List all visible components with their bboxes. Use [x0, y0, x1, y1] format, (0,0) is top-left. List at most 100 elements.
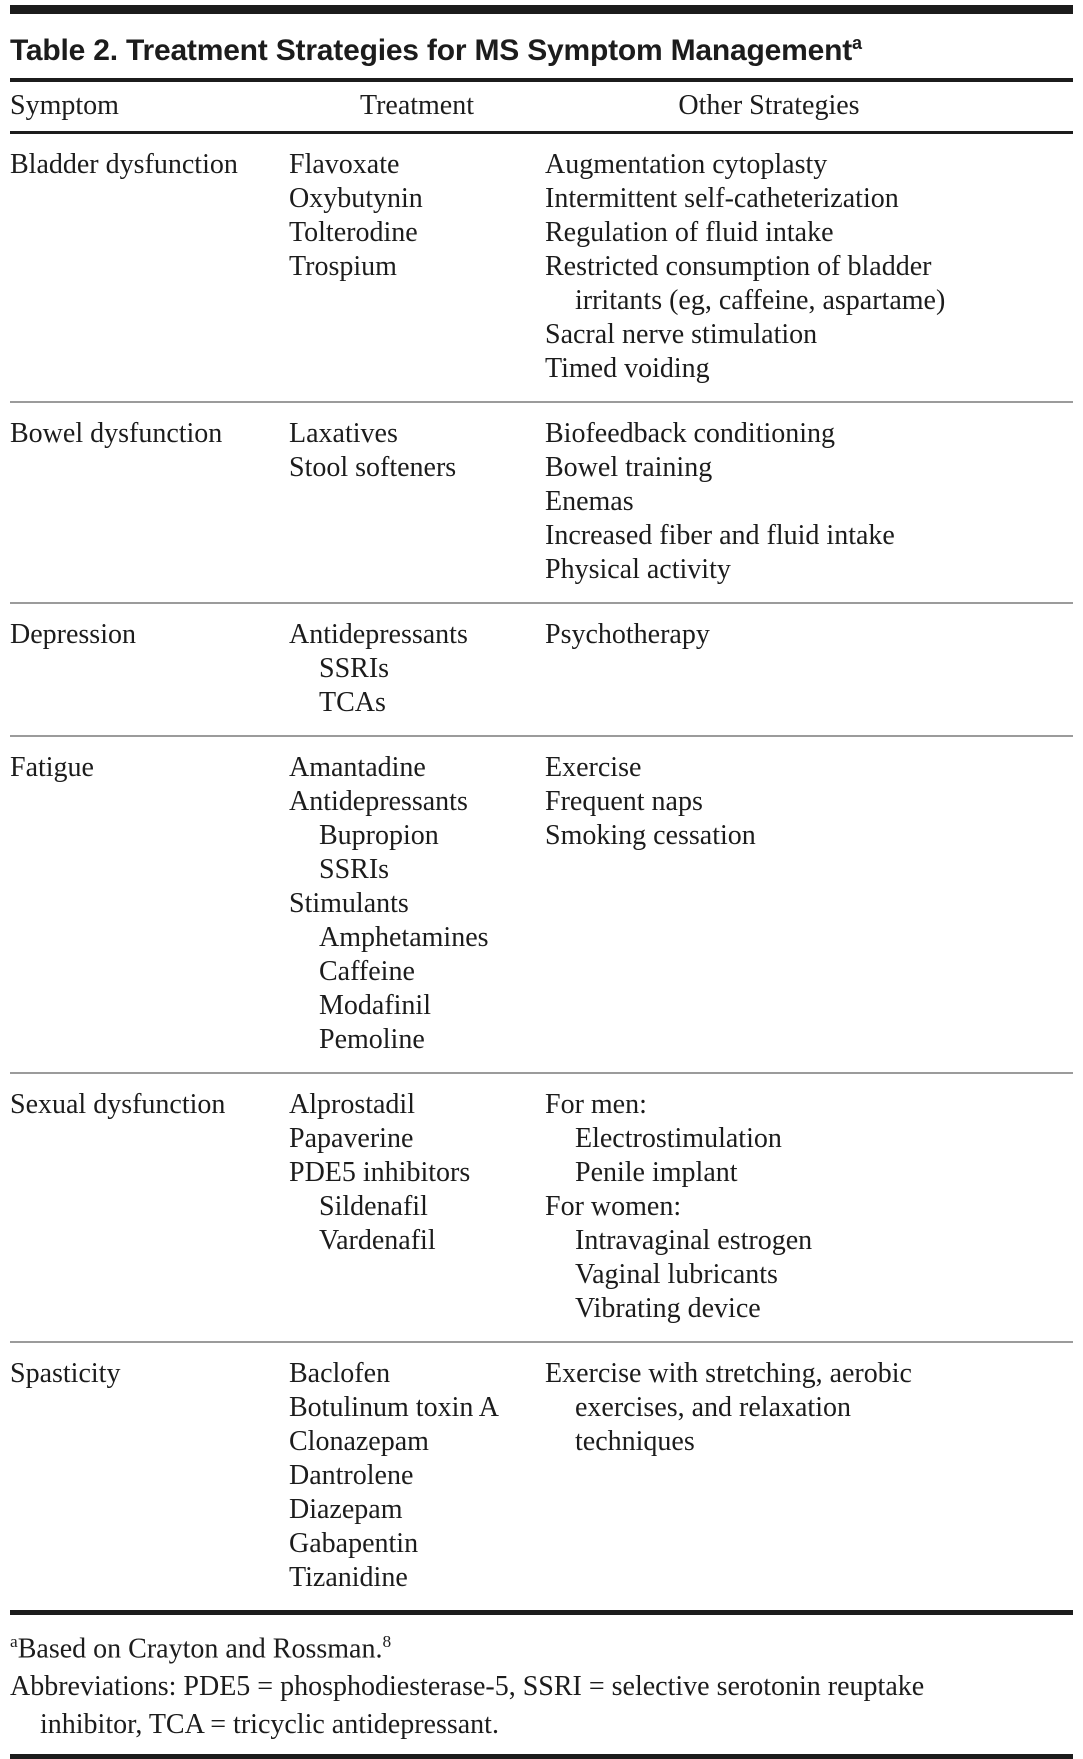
strategy-item: Biofeedback conditioning: [545, 418, 836, 449]
strategy-item: Augmentation cytoplasty: [545, 149, 828, 180]
title-bottom-rule: [10, 78, 1073, 82]
table-title: Table 2. Treatment Strategies for MS Sym…: [10, 14, 1073, 78]
symptom-label: Spasticity: [10, 1358, 121, 1389]
column-header-other-strategies: Other Strategies: [678, 90, 860, 121]
strategy-item: For women:: [545, 1191, 682, 1222]
strategy-item: Intermittent self-catheterization: [545, 183, 899, 214]
column-header-treatment: Treatment: [359, 90, 475, 121]
strategy-item: Vibrating device: [575, 1293, 761, 1324]
symptom-cell: Spasticity: [10, 1357, 289, 1595]
strategy-item: For men:: [545, 1089, 647, 1120]
strategy-item: Exercise with stretching, aerobic: [545, 1358, 912, 1389]
treatment-item: Clonazepam: [289, 1426, 429, 1457]
treatment-item: Tizanidine: [289, 1562, 408, 1593]
strategy-item: Enemas: [545, 486, 634, 517]
treatment-item: TCAs: [319, 687, 386, 718]
strategy-item: Vaginal lubricants: [575, 1259, 778, 1290]
strategy-item: Exercise: [545, 752, 642, 783]
treatment-item: Amantadine: [289, 752, 426, 783]
treatment-item: Botulinum toxin A: [289, 1392, 500, 1423]
other-strategies-cell: Psychotherapy: [545, 618, 1073, 720]
strategy-item: irritants (eg, caffeine, aspartame): [575, 285, 946, 316]
footnote-source-marker: a: [10, 1632, 18, 1651]
table-title-footnote-marker: a: [851, 33, 862, 53]
treatment-item: PDE5 inhibitors: [289, 1157, 471, 1188]
footnote-abbreviations-line2: inhibitor, TCA = tricyclic antidepressan…: [40, 1709, 499, 1741]
treatment-item: Antidepressants: [289, 619, 468, 650]
strategy-item: Electrostimulation: [575, 1123, 782, 1154]
column-header-row: Symptom Treatment Other Strategies: [10, 82, 1073, 131]
treatment-item: Pemoline: [319, 1024, 425, 1055]
symptom-label: Sexual dysfunction: [10, 1089, 226, 1120]
strategy-item: Frequent naps: [545, 786, 703, 817]
treatment-item: Gabapentin: [289, 1528, 419, 1559]
column-header-symptom: Symptom: [10, 90, 119, 121]
treatment-item: Antidepressants: [289, 786, 468, 817]
treatment-item: SSRIs: [319, 653, 390, 684]
treatment-item: Caffeine: [319, 956, 415, 987]
strategy-item: exercises, and relaxation: [575, 1392, 851, 1423]
top-rule: [10, 5, 1073, 14]
treatment-item: Modafinil: [319, 990, 431, 1021]
strategy-item: Restricted consumption of bladder: [545, 251, 932, 282]
strategy-item: Sacral nerve stimulation: [545, 319, 818, 350]
strategy-item: Increased fiber and fluid intake: [545, 520, 895, 551]
strategy-item: Regulation of fluid intake: [545, 217, 834, 248]
symptom-label: Bowel dysfunction: [10, 418, 223, 449]
symptom-label: Depression: [10, 619, 136, 650]
strategy-item: Smoking cessation: [545, 820, 756, 851]
footnote-source-text: Based on Crayton and Rossman.: [17, 1633, 383, 1665]
strategy-item: Intravaginal estrogen: [575, 1225, 813, 1256]
footnote-source: aBased on Crayton and Rossman.8: [10, 1623, 1073, 1668]
treatment-item: Bupropion: [319, 820, 439, 851]
table-title-text: Table 2. Treatment Strategies for MS Sym…: [10, 34, 852, 67]
treatment-item: Oxybutynin: [289, 183, 423, 214]
footnote-source-reference: 8: [382, 1632, 392, 1651]
treatment-item: Alprostadil: [289, 1089, 415, 1120]
treatment-item: Flavoxate: [289, 149, 400, 180]
treatment-item: Sildenafil: [319, 1191, 428, 1222]
treatment-item: Tolterodine: [289, 217, 418, 248]
symptom-cell: Sexual dysfunction: [10, 1088, 289, 1326]
symptom-cell: Fatigue: [10, 751, 289, 1057]
symptom-label: Bladder dysfunction: [10, 149, 238, 180]
strategy-item: Penile implant: [575, 1157, 738, 1188]
footnotes: aBased on Crayton and Rossman.8 Abbrevia…: [10, 1615, 1073, 1754]
strategy-item: Psychotherapy: [545, 619, 710, 650]
footnote-top-rule: [10, 1610, 1073, 1615]
symptom-cell: Bladder dysfunction: [10, 148, 289, 386]
symptom-label: Fatigue: [10, 752, 94, 783]
treatment-item: Amphetamines: [319, 922, 489, 953]
header-bottom-rule: [10, 131, 1073, 134]
treatment-item: Baclofen: [289, 1358, 391, 1389]
treatment-item: Laxatives: [289, 418, 398, 449]
treatment-item: SSRIs: [319, 854, 390, 885]
treatment-item: Stool softeners: [289, 452, 457, 483]
strategy-item: Bowel training: [545, 452, 713, 483]
footnote-abbreviations-line1: Abbreviations: PDE5 = phosphodiesterase-…: [10, 1671, 925, 1703]
strategy-item: techniques: [575, 1426, 695, 1457]
symptom-cell: Bowel dysfunction: [10, 417, 289, 587]
bottom-rule: [10, 1754, 1073, 1759]
treatment-item: Vardenafil: [319, 1225, 436, 1256]
treatment-item: Diazepam: [289, 1494, 403, 1525]
strategy-item: Timed voiding: [545, 353, 710, 384]
